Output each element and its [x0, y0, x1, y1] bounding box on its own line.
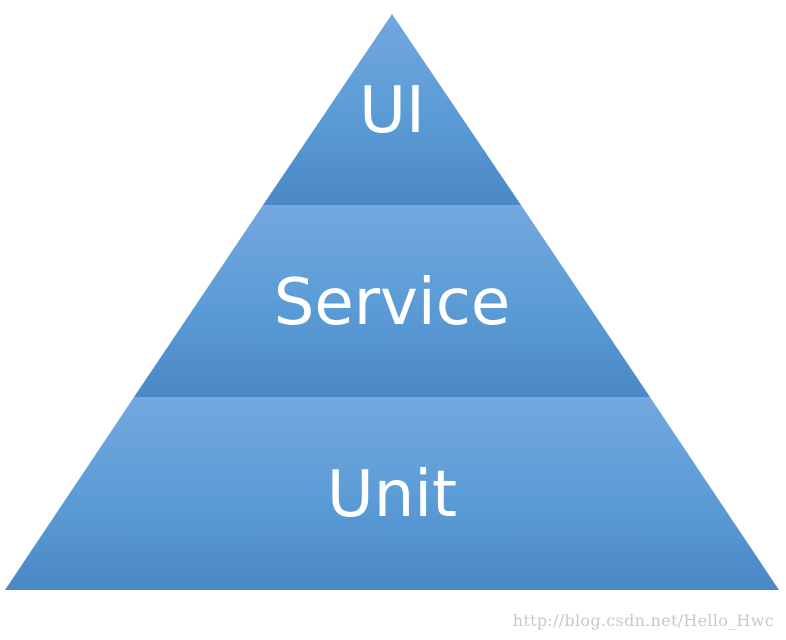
pyramid-layer-unit: Unit: [5, 397, 779, 590]
pyramid-layer-unit-shape: [5, 397, 779, 590]
pyramid-layer-ui: UI: [263, 14, 521, 205]
pyramid-layer-unit-label: Unit: [327, 458, 457, 532]
pyramid-layer-ui-shape: [263, 14, 521, 205]
watermark-url: http://blog.csdn.net/Hello_Hwc: [512, 611, 774, 630]
pyramid-layer-service-label: Service: [274, 266, 511, 340]
pyramid-layer-ui-label: UI: [359, 74, 425, 148]
pyramid-layer-service-shape: [134, 205, 650, 397]
pyramid-layer-service: Service: [134, 205, 650, 397]
